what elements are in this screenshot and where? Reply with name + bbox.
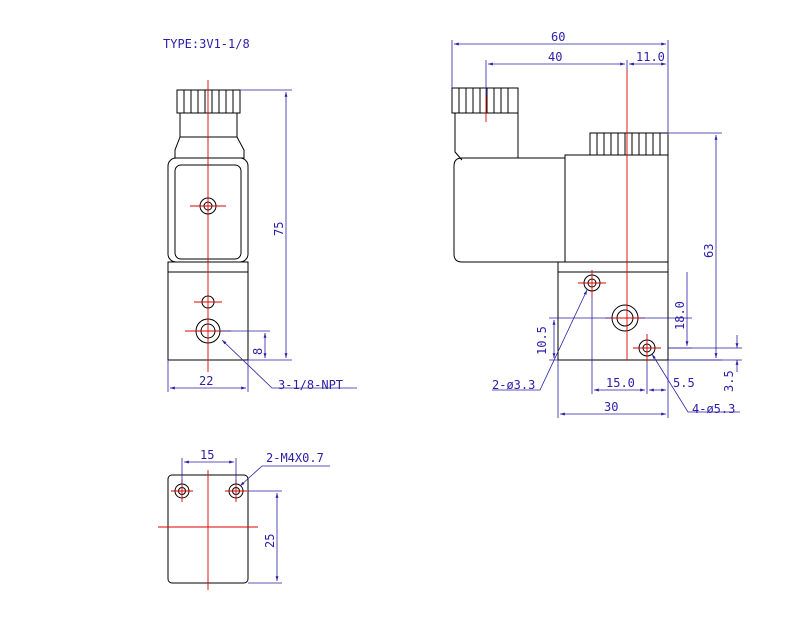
front-width-label: 22 <box>199 374 213 388</box>
side-mount-holes-note: 2-ø3.3 <box>492 378 535 392</box>
side-coil <box>453 154 669 263</box>
bottom-thread-note: 2-M4X0.7 <box>266 451 324 465</box>
front-view: 75 8 22 3-1/8-NPT <box>167 80 357 392</box>
front-port-note: 3-1/8-NPT <box>278 378 343 392</box>
side-view: 60 40 11.0 63 18.0 10.5 3.5 15.0 5.5 30 <box>451 30 742 418</box>
side-hole-spacing: 15.0 <box>606 376 635 390</box>
side-knob <box>451 87 519 161</box>
side-base-width: 30 <box>604 400 618 414</box>
front-port-height-label: 8 <box>251 348 265 355</box>
side-mount-height: 10.5 <box>535 326 549 355</box>
front-height-label: 75 <box>272 222 286 236</box>
side-edge-offset: 11.0 <box>636 50 665 64</box>
side-port-height: 18.0 <box>673 301 687 330</box>
side-top-knob <box>589 132 669 156</box>
side-valve-body <box>557 261 669 361</box>
front-knob <box>176 89 241 138</box>
side-base-offset: 3.5 <box>722 370 736 392</box>
bottom-thread-spacing: 15 <box>200 448 214 462</box>
bottom-depth-label: 25 <box>263 534 277 548</box>
side-through-holes-note: 4-ø5.3 <box>692 402 735 416</box>
drawing-title: TYPE:3V1-1/8 <box>163 37 250 51</box>
side-height-label: 63 <box>702 244 716 258</box>
side-edge-spacing: 5.5 <box>673 376 695 390</box>
side-overall-width: 60 <box>551 30 565 44</box>
side-coil-offset: 40 <box>548 50 562 64</box>
bottom-view: 15 2-M4X0.7 25 <box>158 448 330 590</box>
